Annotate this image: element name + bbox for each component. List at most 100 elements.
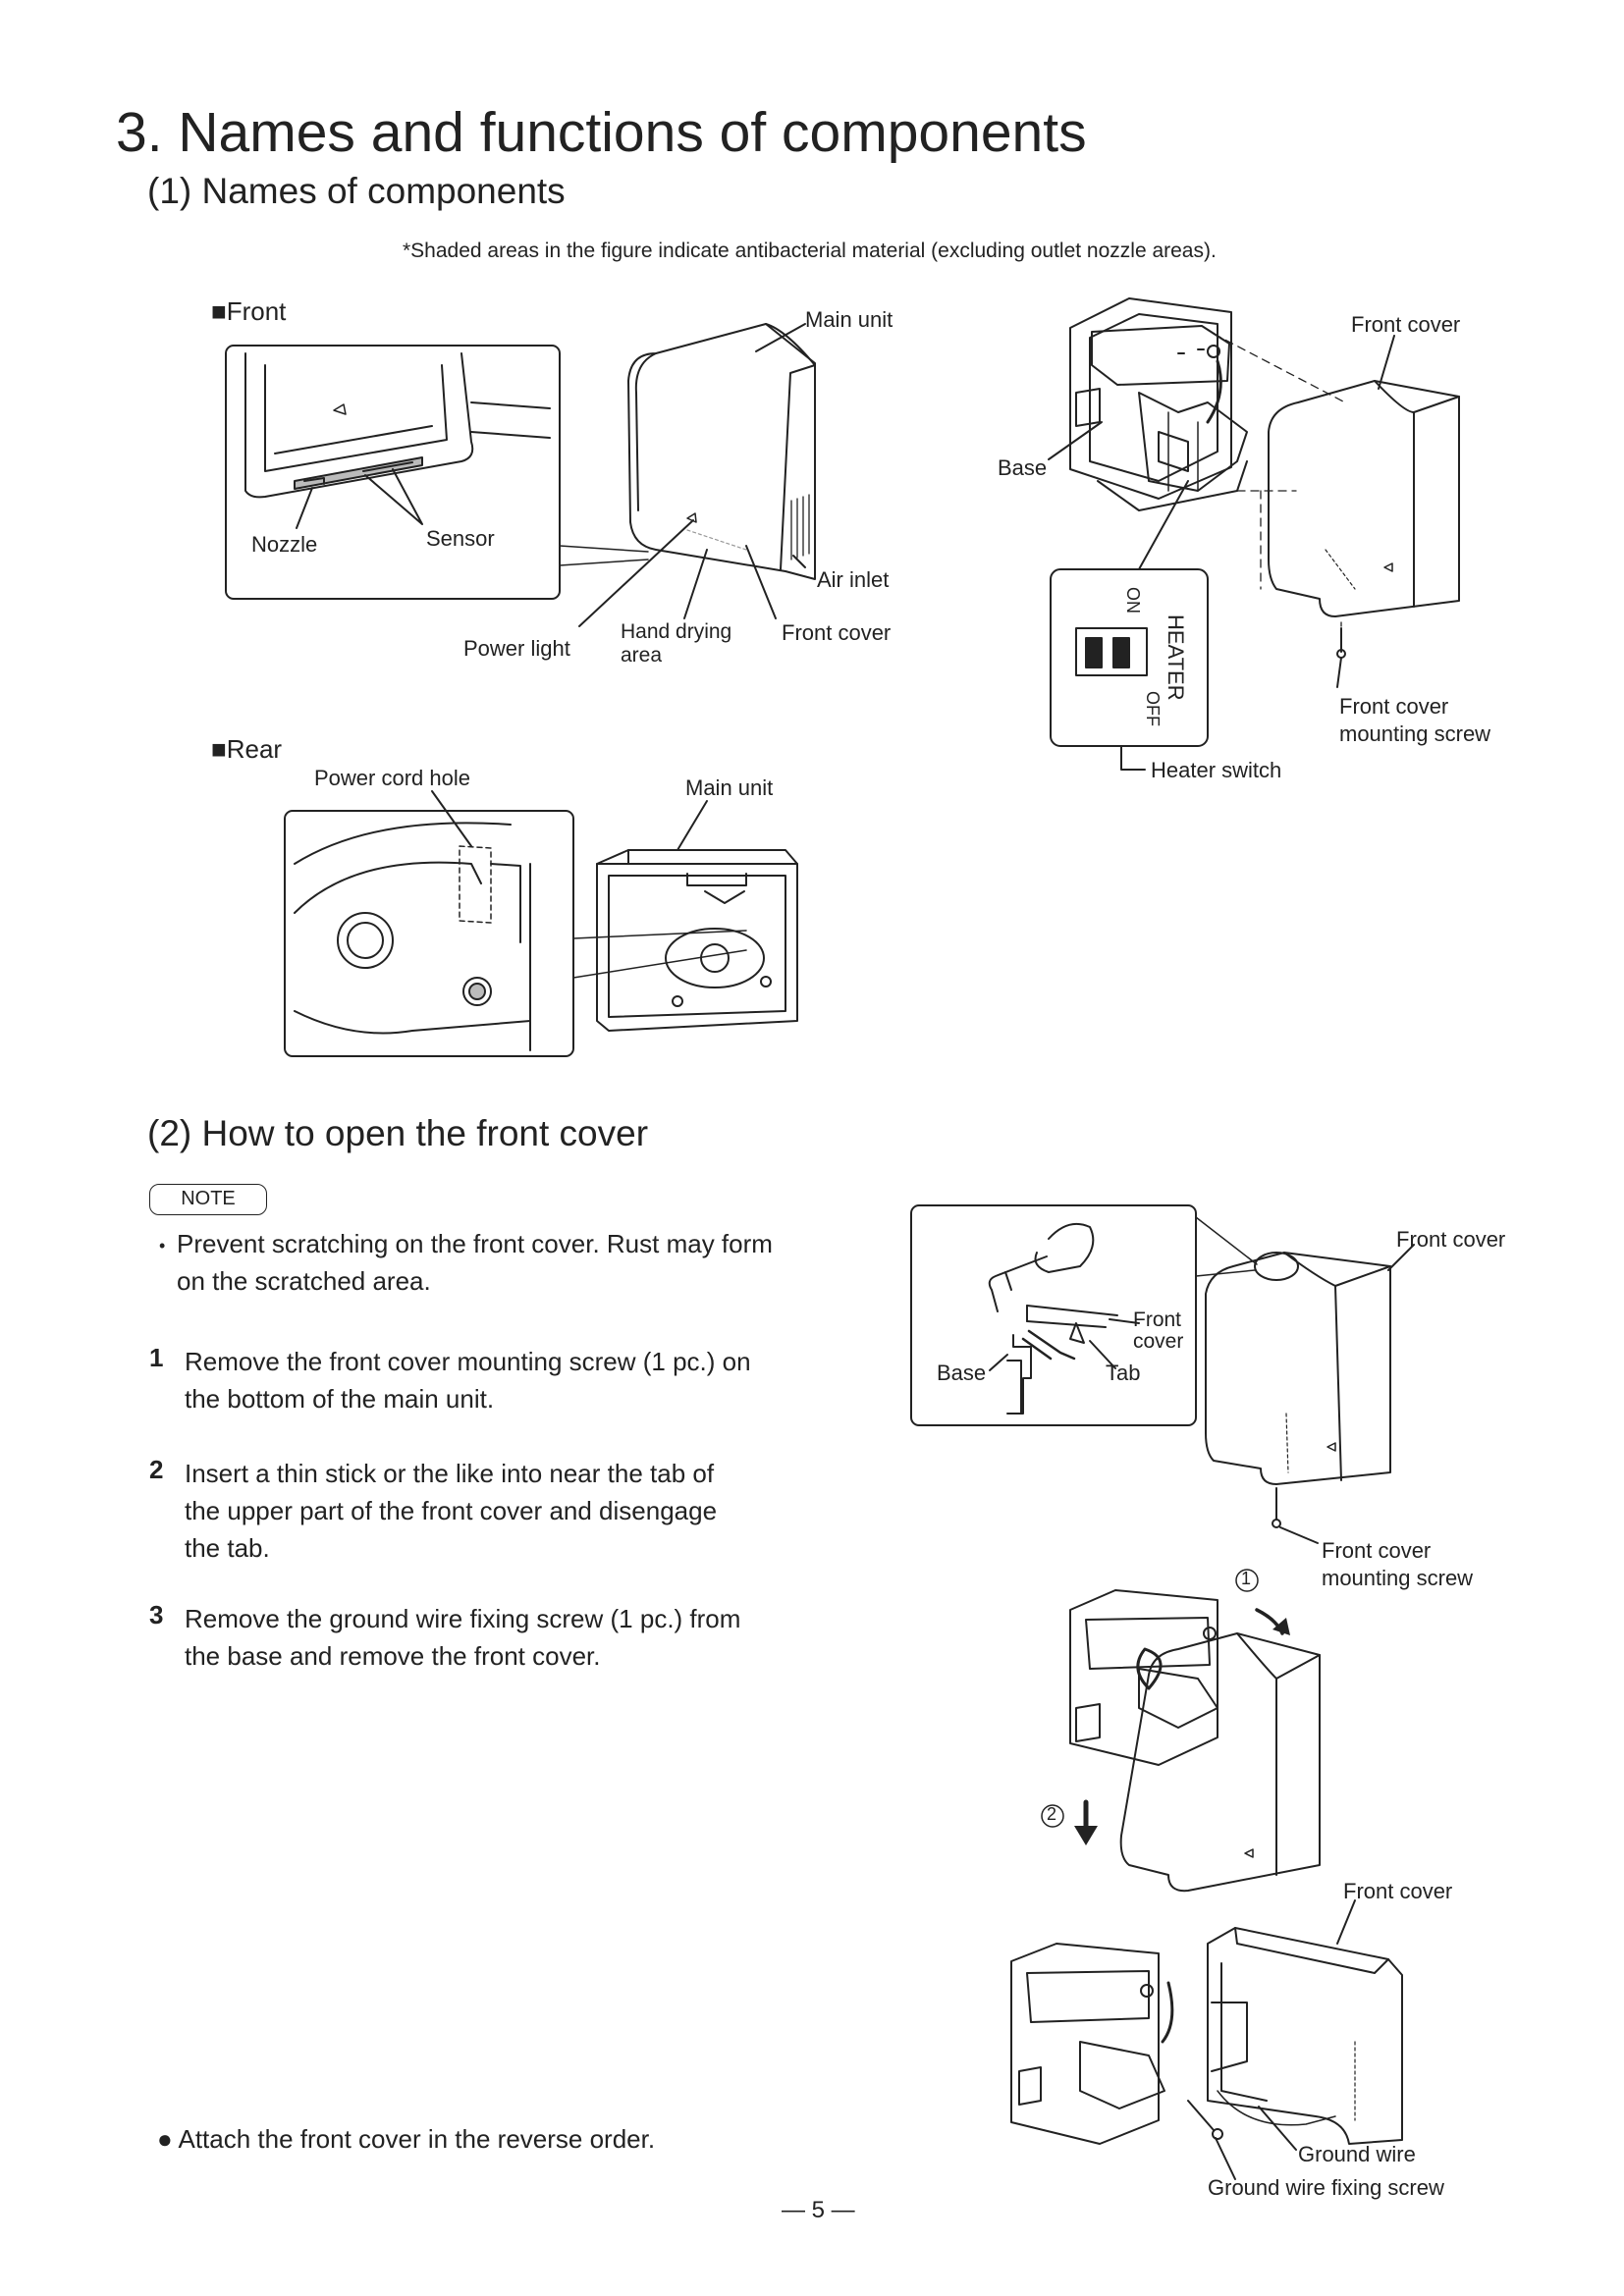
mount-screw-step-line-1: Front cover [1322,1538,1432,1563]
front-cover-open-leader [1387,1244,1415,1271]
cover-tilted-drawing [1119,1632,1321,1893]
hand-drying-line-1: Hand drying [621,620,732,643]
tab-highlight-circle [1254,1252,1299,1281]
reverse-order-note: ● Attach the front cover in the reverse … [157,2124,656,2154]
step-2-line-1: Insert a thin stick or the like into nea… [185,1459,715,1488]
step-2-circle-number: 2 [1047,1804,1057,1824]
step-1-circle-number: 1 [1241,1569,1252,1588]
base-leader [1048,421,1103,460]
exploded-base-drawing [1069,297,1248,511]
tab-front-line: Front [1133,1308,1182,1331]
main-unit-label: Main unit [805,307,893,332]
air-inlet-label: Air inlet [817,567,890,592]
power-cord-leader [431,790,472,847]
step-2-circle [1041,1804,1064,1828]
front-cover-leader [745,545,777,619]
front-cover-open-label: Front cover [1396,1227,1506,1252]
hand-drying-area-label: Hand drying area [621,620,731,667]
ground-wire-line [1217,2090,1336,2126]
cover-opening-drawing [1069,1589,1218,1766]
front-cover-exploded-label: Front cover [1351,312,1461,337]
front-cover-removed-leader [1336,1899,1356,1945]
step-1-text: Remove the front cover mounting screw (1… [185,1343,833,1417]
step-3-text: Remove the ground wire fixing screw (1 p… [185,1600,833,1675]
tab-closeup-drawing [988,1223,1118,1415]
main-unit-rear-label: Main unit [685,775,774,800]
section-heading-open-cover: (2) How to open the front cover [147,1113,649,1153]
step-3-line-1: Remove the ground wire fixing screw (1 p… [185,1604,741,1633]
front-cover-tab-leader [1109,1318,1140,1324]
main-unit-leader [755,323,806,352]
front-cover-mounting-screw-icon [1336,627,1346,659]
step-1-circle [1235,1569,1259,1592]
power-light-leader [578,519,694,627]
step-2-line-2: the upper part of the front cover and di… [185,1496,718,1525]
ground-wire-screw-icon [1187,2100,1223,2140]
power-cord-hole-label: Power cord hole [314,766,470,790]
heater-on-label: ON [1123,587,1143,614]
rear-closeup-drawing [294,822,531,1051]
nozzle-closeup-drawing [244,352,551,499]
tab-front-cover-label: Front cover [1133,1309,1183,1353]
step-1-line-2: the bottom of the main unit. [185,1384,495,1414]
page-heading: 3. Names and functions of components [116,101,1087,164]
ground-wire-label: Ground wire [1298,2142,1416,2166]
main-unit-front-drawing [627,323,816,580]
main-unit-rear-drawing [596,849,798,1032]
shaded-note: *Shaded areas in the figure indicate ant… [403,240,1217,262]
ground-wire-screw-leader [1215,2137,1236,2180]
tab-base-label: Base [937,1361,987,1385]
heater-off-label: OFF [1143,691,1163,726]
note-line-2: on the scratched area. [177,1266,431,1296]
tab-cover-line: cover [1133,1330,1184,1353]
cover-removed-drawing [1207,1927,1403,2145]
heater-label: HEATER [1164,614,1188,701]
mount-screw-step-icon [1272,1487,1281,1528]
step-2-line-3: the tab. [185,1533,270,1563]
mount-screw-step-line-2: mounting screw [1322,1566,1474,1590]
sensor-leader [364,468,423,525]
heater-switch-leader [1120,745,1146,771]
heater-switch-pointer [1138,480,1189,570]
base-label: Base [998,455,1048,480]
main-unit-rear-leader [677,800,708,851]
front-cover-removed-label: Front cover [1343,1879,1453,1903]
front-label: ■Front [211,296,287,326]
tab-label: Tab [1106,1361,1141,1385]
heater-dip-switch [1075,627,1148,676]
step-2-number: 2 [149,1455,164,1484]
mounting-screw-leader [1336,657,1342,688]
heater-switch-label: Heater switch [1151,758,1282,782]
step-3-line-2: the base and remove the front cover. [185,1641,601,1671]
mounting-screw-line-2: mounting screw [1339,721,1491,746]
step-3-number: 3 [149,1600,164,1629]
mounting-screw-line-1: Front cover [1339,694,1449,719]
cover-closed-drawing [1205,1252,1391,1485]
step-2-text: Insert a thin stick or the like into nea… [185,1455,833,1567]
ground-wire-screw-label: Ground wire fixing screw [1208,2175,1444,2200]
front-cover-label: Front cover [782,620,892,645]
ground-wire-leader [1258,2106,1297,2151]
mounting-screw-label: Front cover mounting screw [1339,693,1490,748]
base-removed-drawing [1010,1943,1174,2145]
tab-leader [1089,1340,1116,1369]
nozzle-label: Nozzle [251,532,318,557]
sensor-label: Sensor [426,526,495,551]
air-inlet-leader [792,555,806,568]
hand-drying-leader [683,549,708,619]
hand-drying-line-2: area [621,644,663,667]
exploded-front-cover-drawing [1268,380,1460,617]
note-badge: NOTE [149,1184,267,1215]
mount-screw-step-label: Front cover mounting screw [1322,1537,1473,1592]
note-bullet: • [159,1236,166,1255]
rear-inset-frame [284,810,574,1057]
mount-screw-step-leader [1279,1526,1319,1544]
section-heading-names: (1) Names of components [147,171,566,211]
note-line-1: Prevent scratching on the front cover. R… [177,1229,773,1258]
step-1-number: 1 [149,1343,164,1372]
base-tab-leader [989,1354,1008,1371]
note-text: Prevent scratching on the front cover. R… [177,1225,884,1300]
nozzle-leader [296,487,313,529]
front-cover-top-leader [1378,335,1395,390]
